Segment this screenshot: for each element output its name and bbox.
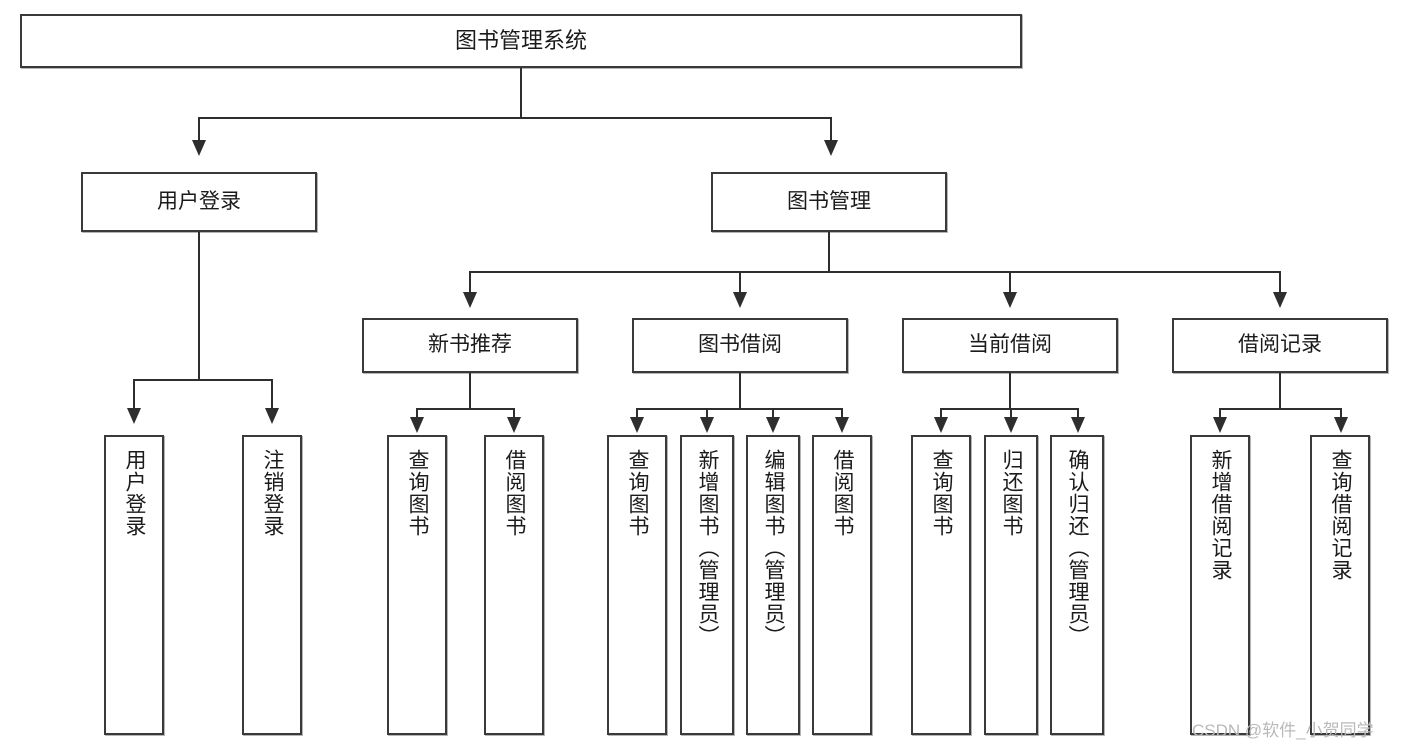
node-root-book-management-system[interactable]: 图书管理系统	[20, 14, 1022, 68]
edge-root-bus	[198, 117, 832, 119]
node-leaf-user-login[interactable]: 用户登录	[104, 435, 164, 735]
edge-root-to-user-login	[198, 117, 200, 145]
arrow-to-leaf-user-login	[127, 408, 141, 424]
edge-current-borrow-branch-3	[1077, 408, 1079, 420]
edge-user-login-bus	[133, 379, 271, 381]
edge-root-to-book-manage	[830, 117, 832, 145]
edge-current-borrow-branch-1	[940, 408, 942, 420]
node-label: 查询图书	[930, 449, 954, 537]
node-label: 新书推荐	[428, 333, 512, 357]
arrow-to-leaf-borrow-book-2	[835, 417, 849, 433]
edge-book-borrow-stem	[739, 373, 741, 409]
node-label: 借阅记录	[1238, 333, 1322, 357]
node-borrow-record[interactable]: 借阅记录	[1172, 318, 1388, 373]
arrow-to-current-borrow	[1003, 292, 1017, 308]
edge-new-book-branch-2	[513, 408, 515, 420]
node-label: 当前借阅	[968, 333, 1052, 357]
arrow-to-leaf-borrow-book-1	[507, 417, 521, 433]
arrow-to-new-book-recommend	[463, 292, 477, 308]
node-label: 借阅图书	[831, 449, 855, 537]
node-label: 用户登录	[123, 449, 147, 537]
node-label: 注销登录	[261, 449, 285, 537]
node-leaf-confirm-return-admin[interactable]: 确认归还（管理员）	[1050, 435, 1104, 735]
node-label: 查询图书	[626, 449, 650, 537]
edge-user-login-branch-1	[133, 379, 135, 411]
edge-current-borrow-bus	[940, 408, 1079, 410]
arrow-to-book-manage	[824, 140, 838, 156]
edge-current-borrow-branch-2	[1010, 408, 1012, 420]
node-leaf-query-borrow-record[interactable]: 查询借阅记录	[1310, 435, 1370, 735]
node-current-borrow[interactable]: 当前借阅	[902, 318, 1118, 373]
edge-borrow-record-branch-2	[1340, 408, 1342, 420]
node-leaf-add-borrow-record[interactable]: 新增借阅记录	[1190, 435, 1250, 735]
node-label: 用户登录	[157, 189, 241, 213]
arrow-to-leaf-add-book-admin	[700, 417, 714, 433]
node-label: 新增图书（管理员）	[696, 449, 720, 647]
node-label: 新增借阅记录	[1209, 449, 1233, 581]
arrow-to-book-borrow	[733, 292, 747, 308]
edge-borrow-record-stem	[1279, 373, 1281, 409]
arrow-to-leaf-query-borrow-record	[1334, 417, 1348, 433]
arrow-to-leaf-add-borrow-record	[1213, 417, 1227, 433]
edge-book-borrow-branch-3	[772, 408, 774, 420]
node-label: 图书借阅	[698, 333, 782, 357]
node-leaf-add-book-admin[interactable]: 新增图书（管理员）	[680, 435, 734, 735]
node-leaf-query-book-3[interactable]: 查询图书	[911, 435, 971, 735]
edge-book-borrow-branch-4	[841, 408, 843, 420]
edge-current-borrow-stem	[1009, 373, 1011, 409]
edge-book-manage-stem	[828, 232, 830, 272]
edge-book-borrow-branch-2	[706, 408, 708, 420]
edge-book-borrow-branch-1	[636, 408, 638, 420]
arrow-to-leaf-query-book-1	[410, 417, 424, 433]
edge-borrow-record-branch-1	[1219, 408, 1221, 420]
arrow-to-leaf-confirm-return-admin	[1071, 417, 1085, 433]
node-leaf-return-book[interactable]: 归还图书	[984, 435, 1038, 735]
node-label: 查询借阅记录	[1329, 449, 1353, 581]
node-leaf-query-book-2[interactable]: 查询图书	[607, 435, 667, 735]
edge-new-book-bus	[416, 408, 514, 410]
edge-book-manage-bus	[469, 271, 1281, 273]
node-leaf-query-book-1[interactable]: 查询图书	[387, 435, 447, 735]
node-book-management[interactable]: 图书管理	[711, 172, 947, 232]
edge-borrow-record-bus	[1219, 408, 1341, 410]
node-label: 编辑图书（管理员）	[762, 449, 786, 647]
node-leaf-borrow-book-2[interactable]: 借阅图书	[812, 435, 872, 735]
node-book-borrow[interactable]: 图书借阅	[632, 318, 848, 373]
node-new-book-recommend[interactable]: 新书推荐	[362, 318, 578, 373]
node-leaf-edit-book-admin[interactable]: 编辑图书（管理员）	[746, 435, 800, 735]
arrow-to-leaf-logout-login	[265, 408, 279, 424]
edge-user-login-branch-2	[271, 379, 273, 411]
arrow-to-leaf-query-book-3	[934, 417, 948, 433]
edge-book-manage-branch-1	[469, 271, 471, 295]
edge-book-manage-branch-4	[1279, 271, 1281, 295]
edge-book-manage-branch-2	[739, 271, 741, 295]
node-user-login[interactable]: 用户登录	[81, 172, 317, 232]
edge-new-book-branch-1	[416, 408, 418, 420]
node-leaf-borrow-book-1[interactable]: 借阅图书	[484, 435, 544, 735]
arrow-to-leaf-query-book-2	[630, 417, 644, 433]
node-label: 归还图书	[1000, 449, 1024, 537]
arrow-to-user-login	[192, 140, 206, 156]
node-label: 借阅图书	[503, 449, 527, 537]
edge-book-manage-branch-3	[1009, 271, 1011, 295]
node-label: 查询图书	[406, 449, 430, 537]
arrow-to-leaf-return-book	[1004, 417, 1018, 433]
edge-user-login-stem	[198, 232, 200, 380]
node-label: 图书管理	[787, 189, 871, 213]
edge-root-stem	[520, 68, 522, 118]
arrow-to-leaf-edit-book-admin	[766, 417, 780, 433]
arrow-to-borrow-record	[1273, 292, 1287, 308]
node-label: 确认归还（管理员）	[1066, 449, 1090, 647]
edge-book-borrow-bus	[636, 408, 842, 410]
node-label: 图书管理系统	[454, 28, 587, 54]
node-leaf-logout-login[interactable]: 注销登录	[242, 435, 302, 735]
edge-new-book-stem	[469, 373, 471, 409]
